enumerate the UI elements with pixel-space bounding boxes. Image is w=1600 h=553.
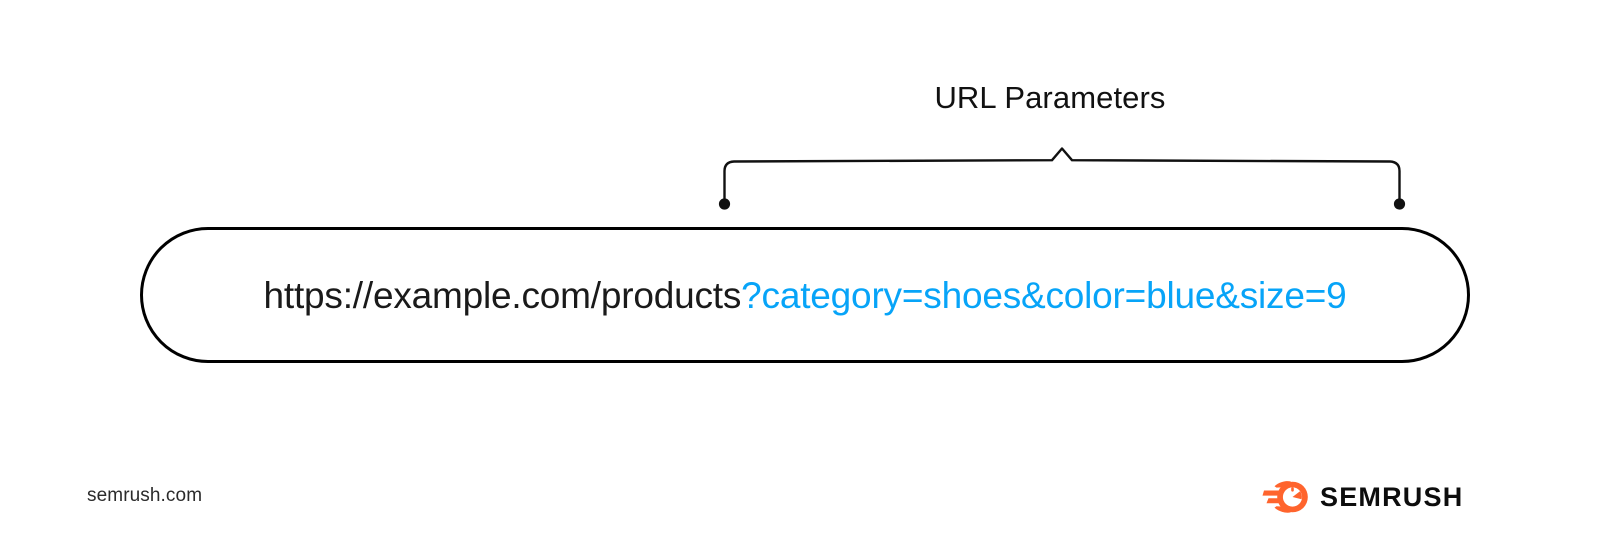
url-text: https://example.com/products?category=sh… (143, 230, 1467, 360)
brace-bracket (718, 147, 1406, 210)
url-pill-container: https://example.com/products?category=sh… (140, 227, 1470, 363)
brace-path (723, 147, 1401, 206)
semrush-comet-icon (1262, 481, 1308, 513)
brand-logo: SEMRUSH (1262, 477, 1463, 517)
url-base-segment: https://example.com/products (263, 274, 742, 316)
url-parameters-segment: ?category=shoes&color=blue&size=9 (741, 274, 1347, 316)
semrush-wordmark: SEMRUSH (1320, 481, 1464, 512)
annotation-label-url-parameters: URL Parameters (934, 80, 1166, 115)
footer-source-url: semrush.com (87, 485, 203, 506)
brace-endpoint-dot-right (1393, 198, 1406, 210)
brace-endpoint-dot-left (718, 198, 731, 210)
